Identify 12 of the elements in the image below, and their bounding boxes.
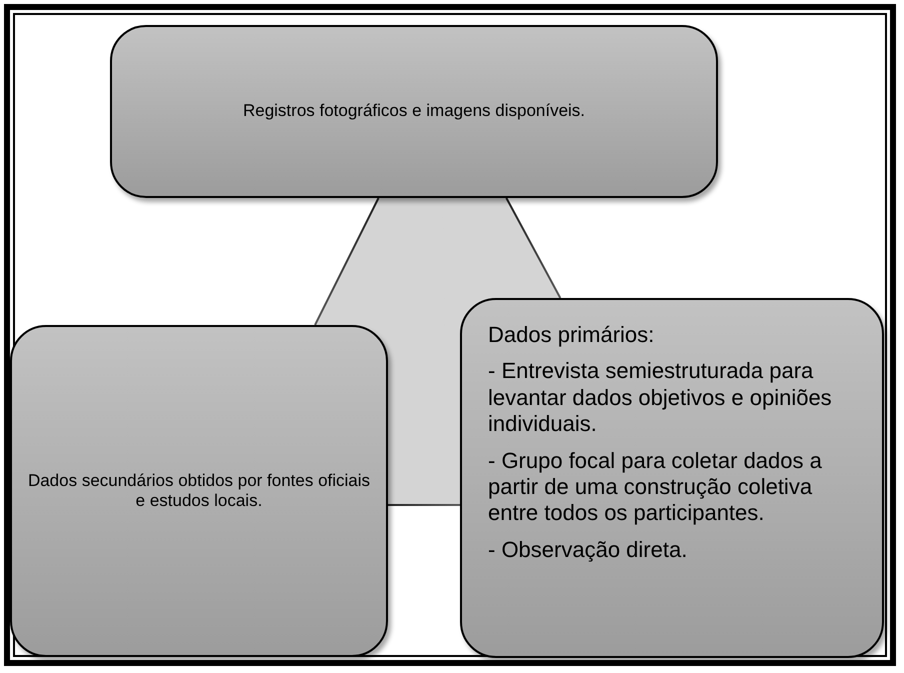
box-heading: Dados primários:: [488, 322, 656, 348]
box-text: Registros fotográficos e imagens disponíveis.: [242, 101, 586, 122]
connector-line: [314, 198, 380, 326]
box-text: Dados secundários obtidos por fontes oficiais e estudos locais.: [26, 470, 372, 512]
text-box: [10, 325, 388, 657]
text-box: [460, 298, 884, 658]
connector-line: [388, 504, 460, 506]
box-text: - Grupo focal para coletar dados a partir de uma construção coletiva entre todos os participantes.: [488, 448, 823, 527]
text-box: [110, 25, 718, 198]
connector-line: [505, 198, 562, 298]
box-text: - Entrevista semiestruturada para levantar dados objetivos e opiniões individuais.: [488, 358, 833, 438]
box-text: - Observação direta.: [488, 536, 688, 564]
